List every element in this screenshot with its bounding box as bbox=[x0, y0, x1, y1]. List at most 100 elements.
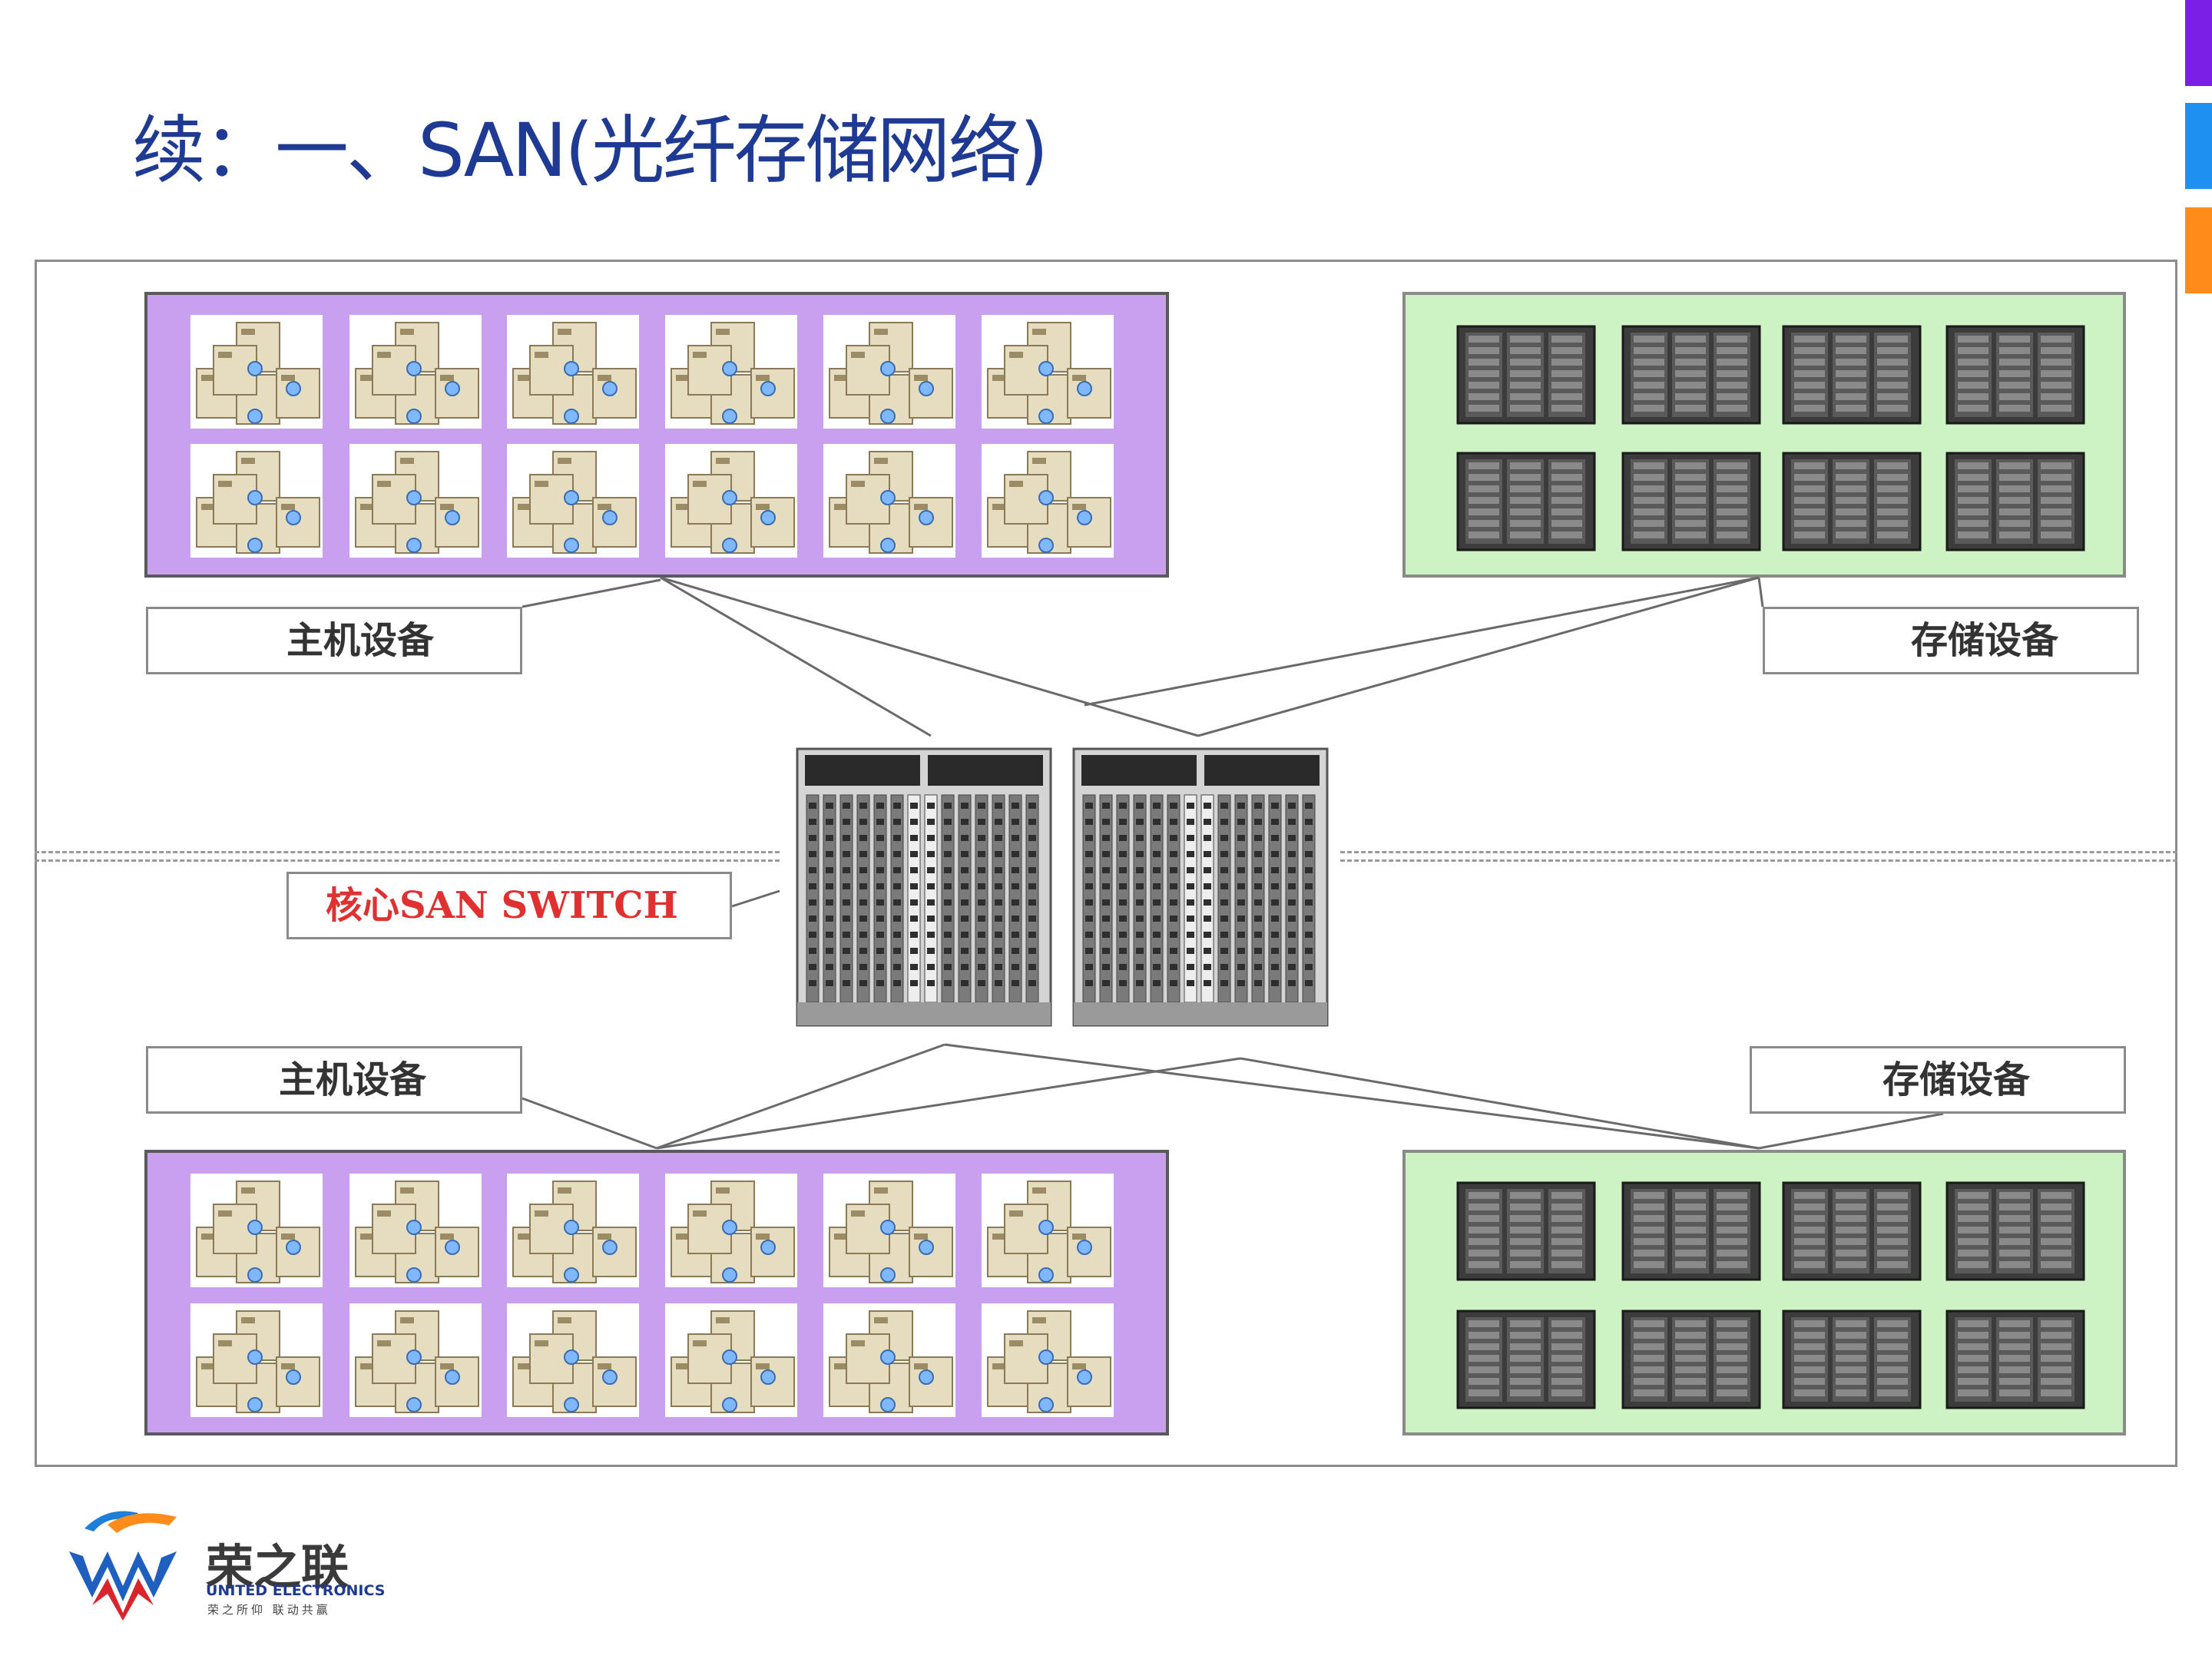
switch-blade bbox=[907, 794, 921, 1003]
server-box-slot bbox=[281, 504, 295, 510]
storage-rack-icon bbox=[1945, 1181, 2085, 1281]
storage-drive bbox=[2041, 531, 2071, 538]
storage-drive bbox=[1836, 1215, 1866, 1222]
switch-port bbox=[1237, 948, 1245, 954]
switch-port bbox=[1012, 883, 1019, 889]
switch-port bbox=[1187, 980, 1194, 986]
switch-port bbox=[1237, 867, 1245, 873]
server-box-slot bbox=[201, 1233, 215, 1240]
disk-icon bbox=[880, 1220, 896, 1235]
server-box-slot bbox=[756, 375, 770, 381]
switch-port bbox=[1220, 916, 1228, 922]
storage-drive bbox=[1634, 1238, 1664, 1245]
server-box-slot bbox=[992, 504, 1006, 510]
switch-cable-tray bbox=[1074, 1002, 1327, 1025]
switch-port bbox=[978, 835, 985, 841]
storage-drive bbox=[1634, 462, 1664, 469]
storage-drive bbox=[1675, 485, 1706, 492]
server-box-slot bbox=[716, 1187, 730, 1194]
server-box-slot bbox=[535, 1340, 548, 1346]
storage-drive bbox=[1469, 1261, 1499, 1268]
storage-drive bbox=[1510, 393, 1541, 400]
switch-port bbox=[1153, 916, 1161, 922]
switch-port bbox=[995, 803, 1002, 809]
storage-drive bbox=[1836, 1355, 1866, 1362]
switch-port bbox=[978, 916, 985, 922]
storage-rack-icon bbox=[1456, 1310, 1596, 1409]
disk-icon bbox=[919, 1240, 934, 1255]
storage-drive bbox=[1999, 1332, 2030, 1339]
storage-drive bbox=[1634, 347, 1664, 354]
storage-drive bbox=[1877, 1250, 1908, 1257]
server-icon bbox=[982, 315, 1114, 429]
switch-port bbox=[995, 883, 1002, 889]
server-box-slot bbox=[756, 504, 770, 510]
disk-icon bbox=[880, 490, 896, 505]
storage-drive bbox=[1794, 1355, 1825, 1362]
disk-icon bbox=[722, 538, 737, 553]
storage-rack-icon bbox=[1782, 325, 1922, 425]
disk-icon bbox=[247, 1267, 263, 1283]
storage-drive bbox=[1634, 359, 1664, 366]
connection-line bbox=[660, 576, 1199, 737]
storage-drive bbox=[1675, 531, 1706, 538]
switch-port bbox=[1237, 835, 1245, 841]
storage-drive bbox=[1836, 1366, 1866, 1373]
switch-port bbox=[1220, 851, 1228, 857]
storage-drive bbox=[1634, 474, 1664, 481]
disk-icon bbox=[1038, 1349, 1054, 1365]
storage-drive bbox=[1717, 382, 1747, 389]
storage-drive bbox=[1877, 393, 1908, 400]
switch-cable-tray bbox=[797, 1002, 1051, 1025]
switch-port bbox=[809, 819, 816, 825]
storage-drive bbox=[1551, 1366, 1582, 1373]
switch-port bbox=[809, 899, 816, 906]
storage-drive bbox=[1634, 336, 1664, 343]
server-box-slot bbox=[241, 1187, 255, 1194]
switch-port bbox=[1204, 867, 1211, 873]
storage-drive bbox=[1836, 1332, 1866, 1339]
server-box-slot bbox=[992, 375, 1006, 381]
switch-port bbox=[1187, 803, 1194, 809]
switch-port bbox=[809, 932, 816, 938]
server-icon bbox=[349, 1174, 482, 1287]
switch-port bbox=[1119, 867, 1127, 873]
storage-drive bbox=[1794, 382, 1825, 389]
server-box-slot bbox=[440, 504, 454, 510]
disk-icon bbox=[247, 1349, 263, 1365]
storage-drive bbox=[1794, 531, 1825, 538]
disk-icon bbox=[880, 1397, 896, 1412]
disk-icon bbox=[1038, 538, 1054, 553]
storage-drive bbox=[1877, 508, 1908, 515]
switch-port bbox=[876, 883, 884, 889]
storage-drive bbox=[1836, 1227, 1866, 1233]
storage-drive bbox=[2041, 1238, 2071, 1245]
switch-port bbox=[1136, 899, 1144, 906]
server-box-slot bbox=[1072, 504, 1086, 510]
server-box-slot bbox=[360, 1233, 374, 1240]
storage-drive bbox=[1877, 359, 1908, 366]
storage-drive bbox=[1958, 474, 1988, 481]
disk-icon bbox=[760, 510, 776, 525]
server-box-slot bbox=[716, 458, 730, 464]
storage-drive bbox=[1551, 336, 1582, 343]
switch-blade bbox=[1133, 794, 1147, 1003]
storage-drive bbox=[1958, 1332, 1988, 1339]
switch-port bbox=[978, 883, 985, 889]
server-box-slot bbox=[440, 1363, 454, 1369]
server-icon bbox=[823, 444, 955, 558]
switch-blade bbox=[1167, 794, 1181, 1003]
server-box-slot bbox=[598, 375, 611, 381]
switch-port bbox=[1012, 980, 1019, 986]
switch-port bbox=[1136, 932, 1144, 938]
switch-port bbox=[1119, 964, 1127, 970]
storage-drive bbox=[1877, 1378, 1908, 1385]
storage-drive bbox=[1469, 1355, 1499, 1362]
storage-drive bbox=[2041, 1343, 2071, 1350]
storage-drive bbox=[2041, 1227, 2071, 1233]
storage-drive bbox=[2041, 370, 2071, 377]
switch-port bbox=[944, 851, 952, 857]
storage-drive bbox=[2041, 462, 2071, 469]
switch-port bbox=[1220, 948, 1228, 954]
switch-port bbox=[1271, 835, 1279, 841]
